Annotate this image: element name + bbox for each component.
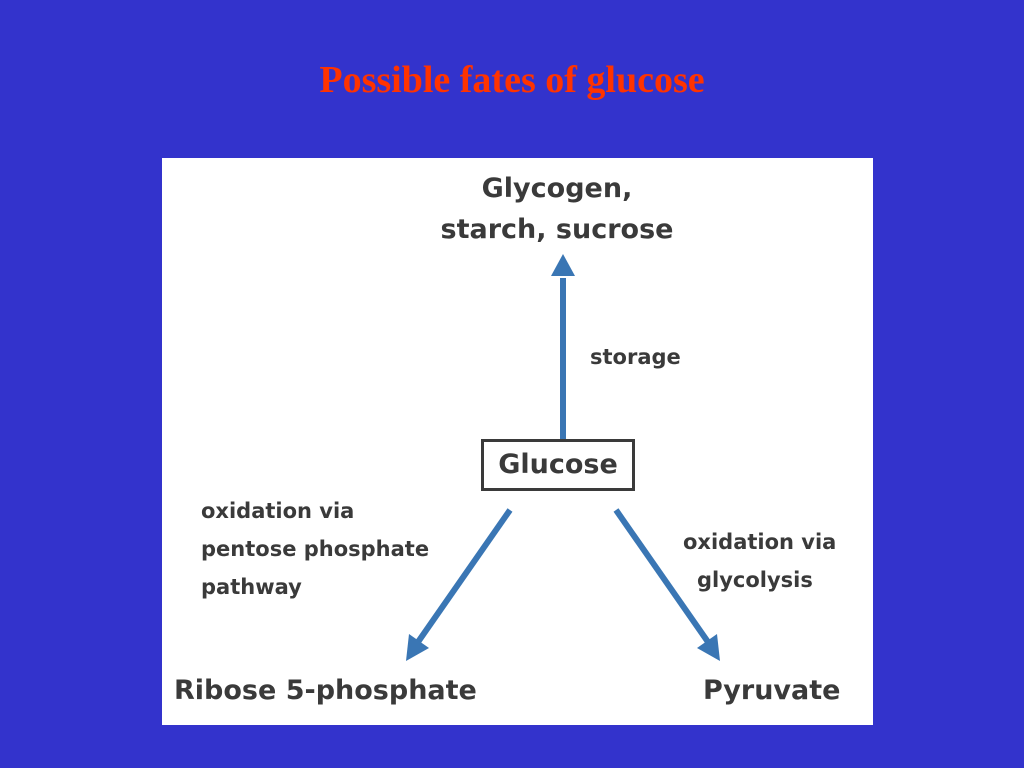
- edge-glycolysis-line-1: oxidation via: [683, 530, 837, 554]
- arrows-layer: [406, 254, 720, 661]
- arrow-pentose-phosphate: [406, 508, 513, 661]
- node-glycogen-line-2: starch, sucrose: [440, 214, 674, 245]
- edge-pentose-line-1: oxidation via: [201, 499, 355, 523]
- arrow-storage: [551, 254, 575, 439]
- node-glycogen-line-1: Glycogen,: [481, 173, 633, 204]
- arrow-glycolysis: [613, 508, 720, 661]
- node-glycogen-starch-sucrose: Glycogen, starch, sucrose: [407, 168, 707, 250]
- edge-pentose-line-2: pentose phosphate: [201, 537, 430, 561]
- node-ribose-5-phosphate: Ribose 5-phosphate: [174, 675, 477, 706]
- diagram-panel: Glycogen, starch, sucrose Glucose Ribose…: [162, 158, 873, 725]
- node-pyruvate: Pyruvate: [703, 675, 841, 706]
- edge-label-glycolysis: oxidation via glycolysis: [683, 523, 836, 599]
- slide-title: Possible fates of glucose: [319, 59, 705, 101]
- edge-glycolysis-line-2: glycolysis: [697, 568, 813, 592]
- edge-label-pentose-phosphate: oxidation via pentose phosphate pathway: [201, 492, 429, 606]
- node-glucose: Glucose: [481, 439, 635, 491]
- edge-pentose-line-3: pathway: [201, 575, 302, 599]
- edge-label-storage: storage: [590, 345, 681, 369]
